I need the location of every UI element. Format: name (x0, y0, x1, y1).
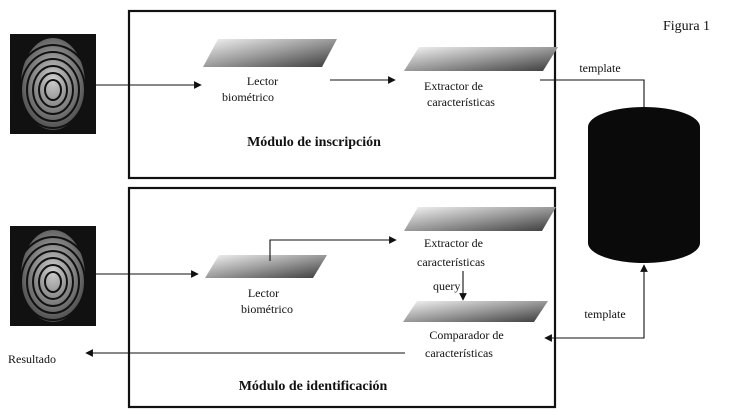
comparator-device-icon (403, 301, 548, 322)
comparator-label: Comparador de características (425, 328, 507, 360)
extractor-device-icon-enrollment (404, 47, 558, 71)
reader-device-icon-enrollment (203, 39, 337, 67)
arrow-database-comparator (544, 264, 648, 342)
enrollment-module-box (127, 9, 557, 180)
arrow-reader-to-extractor-identification (269, 236, 397, 261)
line-extractor-to-database (540, 79, 645, 107)
enrollment-module-title: Módulo de inscripción (247, 135, 381, 150)
fingerprint-icon-identification (10, 226, 96, 326)
identification-extractor-label: Extractor de características (417, 236, 486, 269)
query-label: query (433, 279, 460, 293)
database-icon (588, 107, 700, 263)
template-label-top: template (579, 61, 620, 75)
fingerprint-icon-enrollment (10, 34, 96, 134)
template-label-bottom: template (584, 307, 625, 321)
enrollment-reader-label: Lector biométrico (222, 74, 281, 104)
identification-module-title: Módulo de identificación (239, 379, 388, 394)
enrollment-extractor-label: Extractor de características (424, 79, 495, 109)
identification-reader-label: Lector biométrico (241, 286, 293, 316)
result-label: Resultado (8, 352, 56, 366)
figure-label: Figura 1 (663, 19, 710, 34)
reader-device-icon-identification (205, 255, 327, 278)
extractor-device-icon-identification (404, 207, 556, 231)
